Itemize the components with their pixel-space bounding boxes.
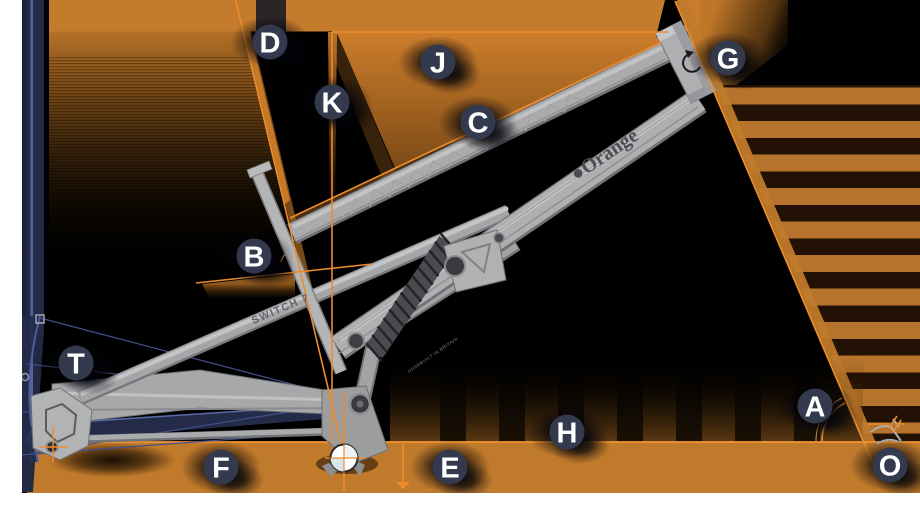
svg-text:T: T (67, 349, 85, 381)
svg-text:F: F (212, 453, 230, 485)
svg-text:C: C (468, 108, 489, 140)
svg-text:G: G (717, 44, 740, 76)
svg-text:E: E (440, 453, 459, 485)
svg-text:K: K (322, 88, 343, 120)
svg-text:B: B (244, 242, 265, 274)
svg-text:H: H (557, 418, 578, 450)
svg-text:J: J (430, 48, 446, 80)
svg-text:O: O (879, 451, 902, 483)
svg-text:D: D (260, 28, 281, 60)
svg-text:A: A (805, 392, 826, 424)
